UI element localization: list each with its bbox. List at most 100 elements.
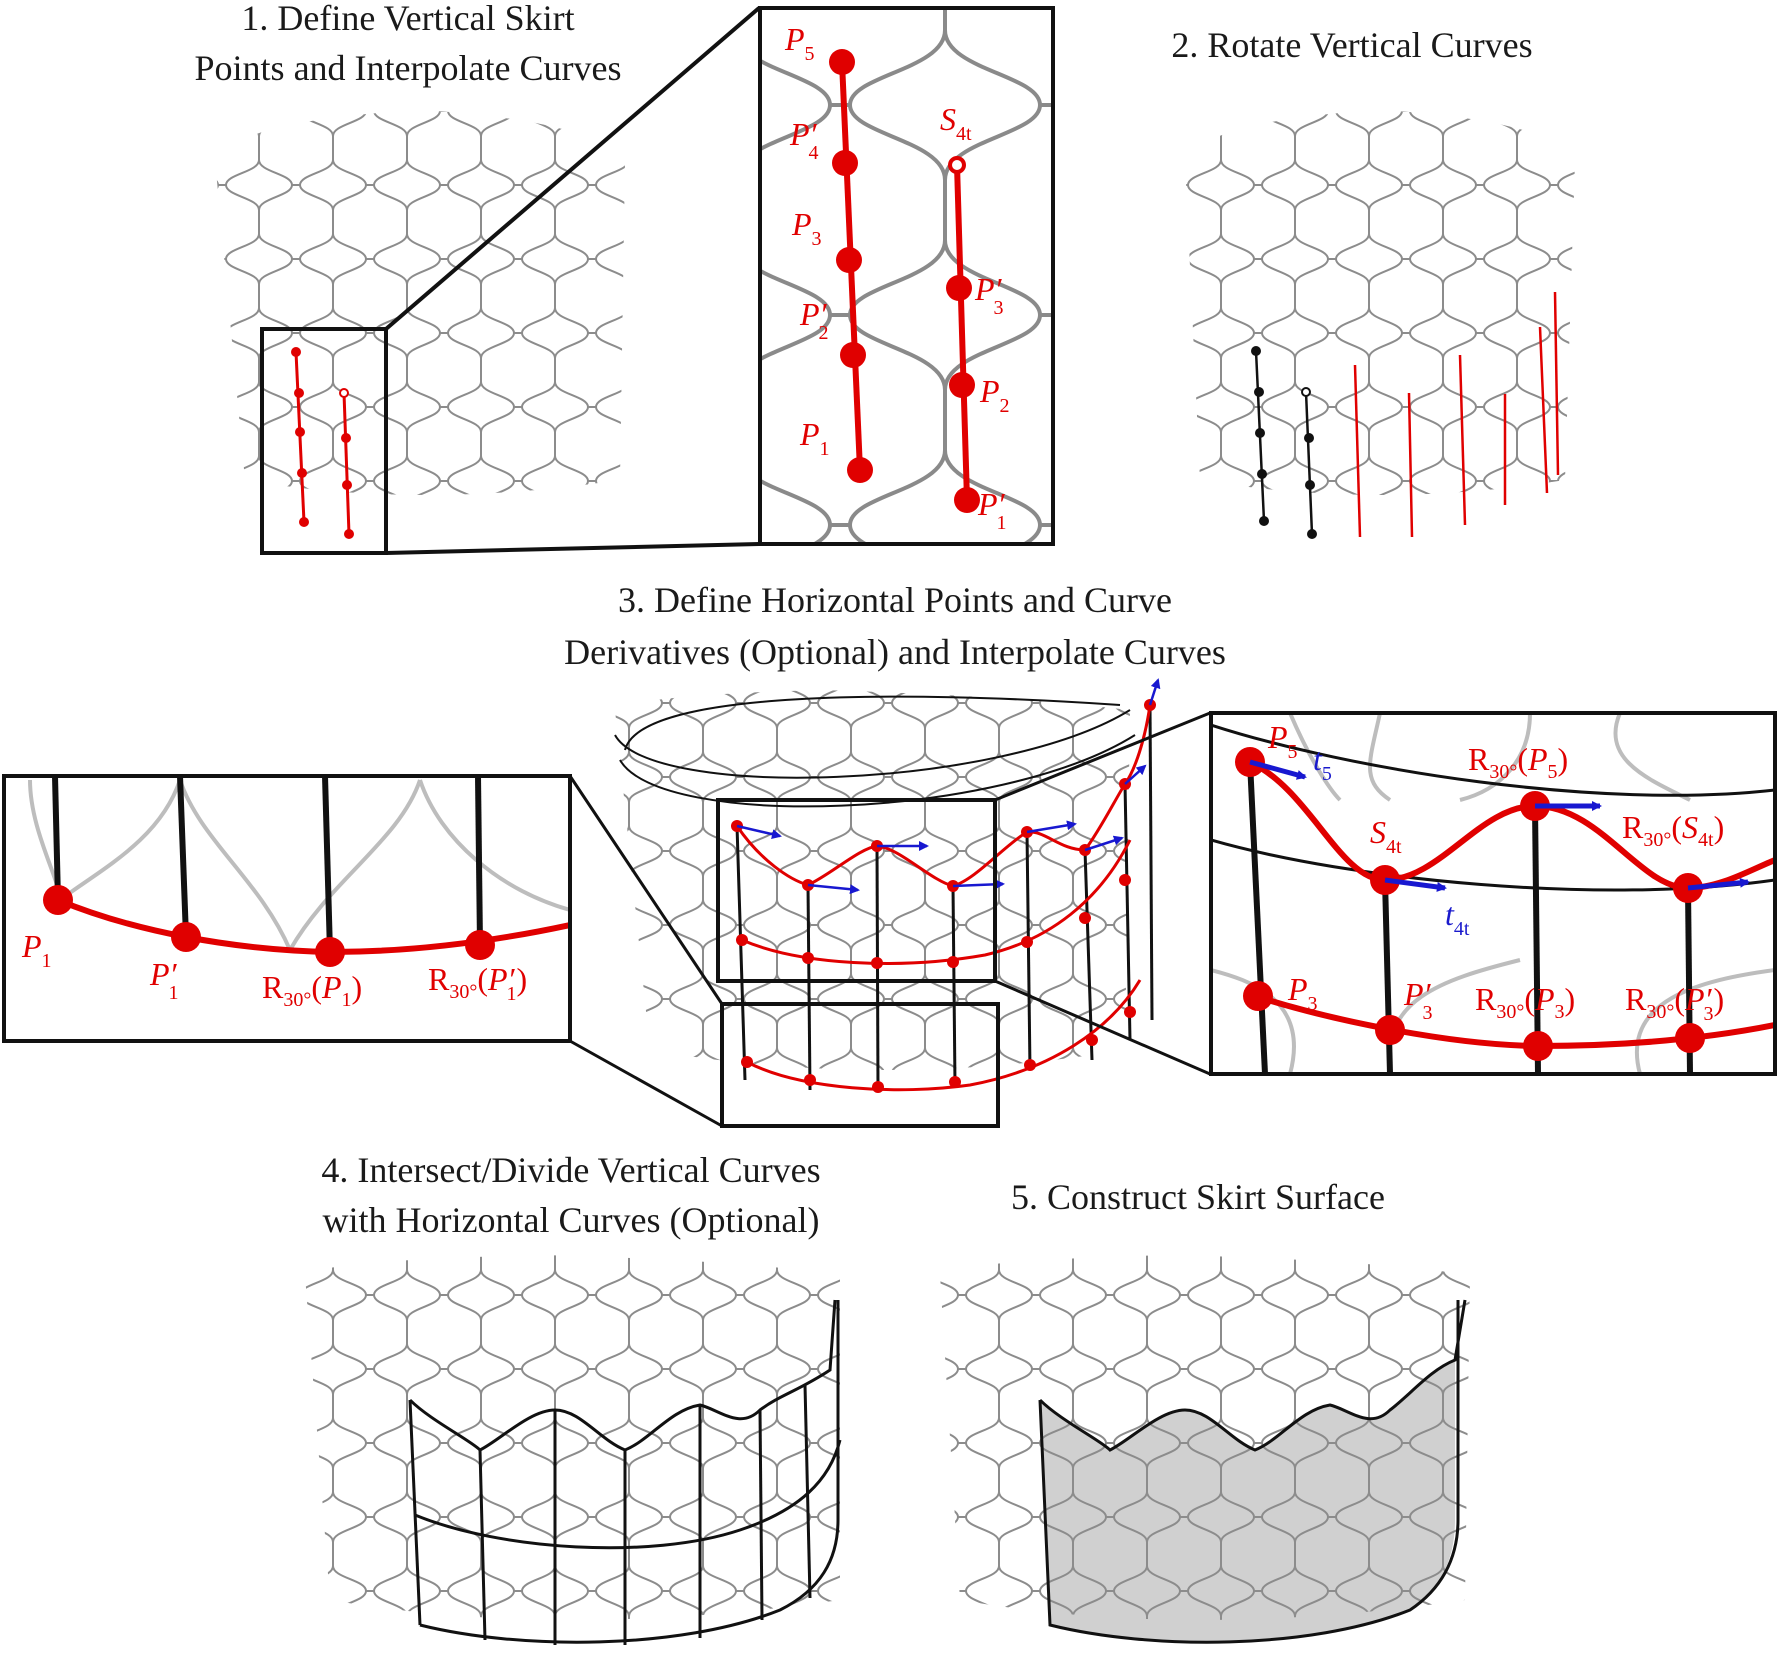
vertical-division — [803, 1384, 812, 1599]
label-p1-prime: P′1 — [977, 486, 1007, 534]
skirt-left-edge — [408, 1399, 422, 1626]
label-p2-prime: P′2 — [799, 296, 829, 344]
zoomed-point-p3 — [1243, 981, 1273, 1011]
label-right-p3: P3 — [1287, 971, 1318, 1015]
point-p5 — [291, 347, 301, 357]
panel-3-stent — [568, 678, 1211, 1128]
zoomed-tangent-arrows — [1249, 759, 1750, 892]
point-p1-prime — [344, 529, 354, 539]
stent-mesh — [305, 1255, 840, 1620]
label-right-p3-prime: P′3 — [1403, 976, 1433, 1024]
zoom-line-right-top — [994, 711, 1211, 802]
label-p3-prime: P′3 — [974, 271, 1004, 319]
label-left-r30-p1: R30°(P1) — [262, 969, 362, 1011]
zoom-line-bottom — [385, 542, 760, 555]
right-inset-frame — [1209, 711, 1777, 1076]
zoom-line-left-bottom — [569, 1039, 723, 1128]
horizontal-curve-middle — [414, 1439, 842, 1550]
rotated-red-curves — [1353, 291, 1560, 538]
zoomed-point-p1-prime — [171, 922, 201, 952]
step-2-title: 2. Rotate Vertical Curves — [1171, 25, 1532, 65]
zoom-region-box — [260, 327, 388, 555]
step-3-title: 3. Define Horizontal Points and Curve De… — [564, 580, 1226, 672]
horizontal-guide-ellipses — [614, 695, 1136, 808]
label-p3: P3 — [791, 206, 822, 250]
label-left-p1-prime: P′1 — [149, 956, 179, 1004]
label-right-s4t: S4t — [1370, 814, 1402, 858]
panel-1-zoom-inset: P5 P′4 P3 P′2 P1 S4t P′3 P2 P′1 — [758, 6, 1055, 546]
left-inset-frame — [2, 774, 572, 1043]
label-right-r30-p3: R30°(P3) — [1475, 981, 1575, 1023]
stent-mesh — [940, 1255, 1470, 1620]
point-s4t — [339, 388, 349, 398]
zoomed-point-r30-p1-prime — [465, 930, 495, 960]
panel-1-stent — [215, 6, 761, 555]
label-left-p1: P1 — [21, 928, 52, 972]
label-t5: t5 — [1313, 741, 1332, 785]
point-p2 — [342, 480, 352, 490]
panel-2-stent — [1185, 110, 1575, 539]
step-4-title: 4. Intersect/Divide Vertical Curves with… — [321, 1150, 820, 1240]
point-p4-prime — [294, 388, 304, 398]
label-right-p5: P5 — [1267, 719, 1298, 763]
zoom-line-right-bottom — [994, 979, 1211, 1076]
stent-mesh — [615, 690, 1130, 1070]
stent-mesh — [215, 110, 625, 495]
label-p4-prime: P′4 — [789, 116, 819, 164]
zoom-point-s4t — [948, 156, 966, 174]
step-1-title: 1. Define Vertical Skirt Points and Inte… — [195, 0, 622, 88]
step-5-title: 5. Construct Skirt Surface — [1011, 1177, 1385, 1217]
tangent-arrows — [736, 678, 1161, 895]
point-p3-prime — [341, 433, 351, 443]
panel-3-right-inset: P5 t5 R30°(P5) S4t R30°(S4t) t4t P3 P′3 … — [1209, 711, 1777, 1076]
zoom-point-p5 — [829, 49, 855, 75]
label-t4t: t4t — [1445, 896, 1470, 940]
panel-5-stent — [940, 1255, 1470, 1644]
black-s4t — [1301, 387, 1311, 397]
step-3-title-line-1: 3. Define Horizontal Points and Curve — [618, 580, 1172, 620]
zoom-guide-upper — [1211, 723, 1775, 797]
panel-4-stent — [305, 1255, 842, 1645]
label-right-r30-p3-prime: R30°(P′3) — [1625, 981, 1724, 1025]
black-vertical-points — [1251, 346, 1317, 539]
step-4-title-line-2: with Horizontal Curves (Optional) — [323, 1200, 820, 1240]
step-1-title-line-1: 1. Define Vertical Skirt — [241, 0, 574, 38]
vertical-lines — [735, 704, 1154, 1091]
zoomed-point-r30-p3-prime — [1675, 1023, 1705, 1053]
label-s4t: S4t — [940, 101, 972, 145]
point-p3 — [295, 427, 305, 437]
vertical-division — [758, 1409, 764, 1621]
zoom-point-p3 — [836, 247, 862, 273]
zoomed-point-r30-p1 — [315, 937, 345, 967]
label-right-r30-p5: R30°(P5) — [1468, 741, 1568, 783]
horizontal-curve-bottom — [419, 1300, 840, 1644]
vertical-division — [478, 1449, 487, 1641]
zoom-vertical-curve-2 — [954, 164, 970, 501]
step-3-title-line-2: Derivatives (Optional) and Interpolate C… — [564, 632, 1226, 672]
label-right-r30-s4t: R30°(S4t) — [1622, 809, 1724, 851]
zoom-inset-frame — [758, 6, 1055, 546]
zoom-point-p2 — [949, 372, 975, 398]
label-p5: P5 — [784, 21, 815, 65]
zoom-box-lower — [720, 1002, 1000, 1128]
zoom-point-p1-prime — [954, 487, 980, 513]
zoom-line-left-top — [568, 775, 724, 1005]
point-p2-prime — [297, 468, 307, 478]
zoom-point-p3-prime — [946, 275, 972, 301]
step-1-title-line-2: Points and Interpolate Curves — [195, 48, 622, 88]
zoomed-mesh-light — [28, 779, 570, 951]
zoomed-point-r30-p3 — [1523, 1031, 1553, 1061]
zoom-point-p1 — [847, 457, 873, 483]
label-p2: P2 — [979, 373, 1010, 417]
zoom-point-p4-prime — [832, 150, 858, 176]
zoomed-point-p3-prime — [1375, 1015, 1405, 1045]
point-p1 — [299, 517, 309, 527]
step-4-title-line-1: 4. Intersect/Divide Vertical Curves — [321, 1150, 820, 1190]
vertical-skirt-points — [291, 347, 354, 539]
zoom-line-top — [384, 6, 761, 331]
zoomed-point-p1 — [43, 885, 73, 915]
panel-3-left-inset: P1 P′1 R30°(P1) R30°(P′1) — [2, 774, 572, 1043]
zoomed-vertical-lines — [52, 776, 483, 953]
zoom-point-p2-prime — [840, 342, 866, 368]
